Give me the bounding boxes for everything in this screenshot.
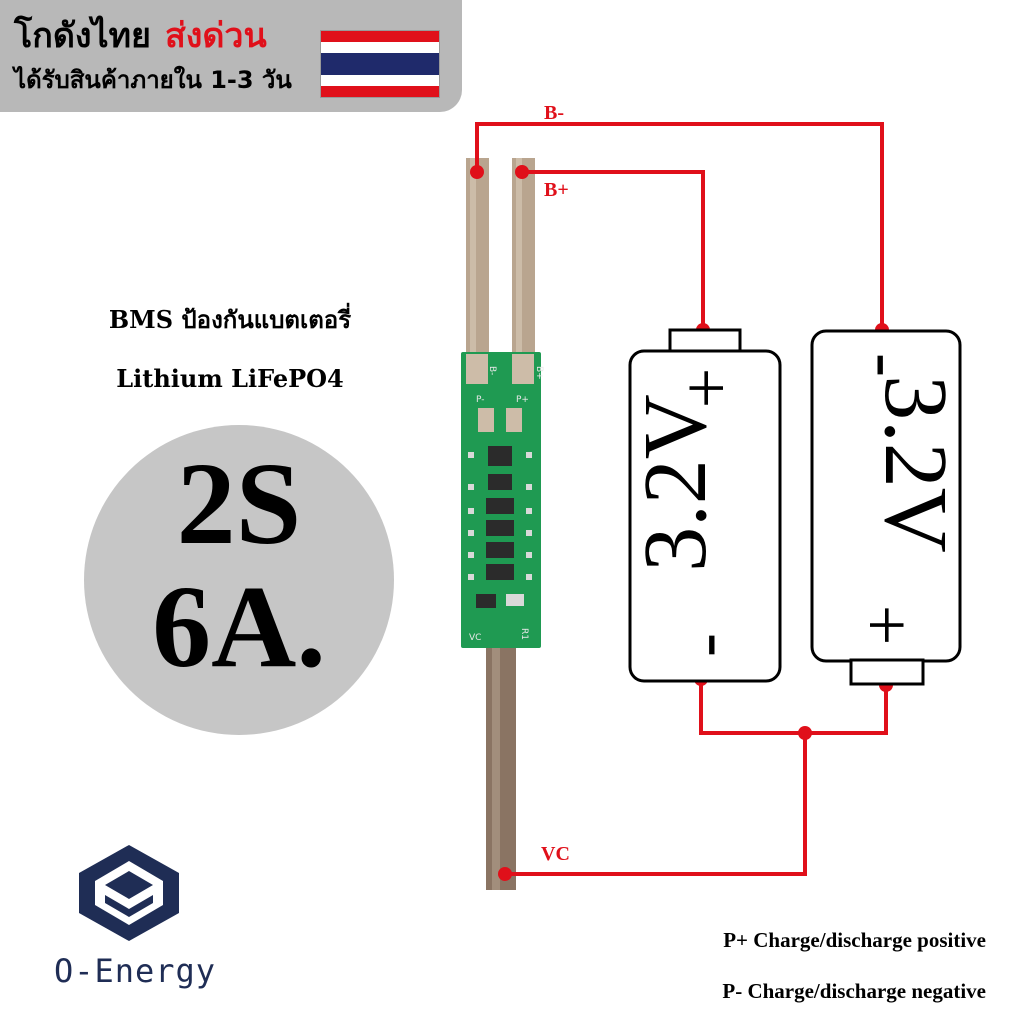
- bms-board: B- B+ P- P+ VC R1: [461, 352, 544, 648]
- cell-1-voltage: 3.2V: [626, 394, 725, 572]
- thai-flag-icon: [320, 30, 440, 98]
- banner-headline: โกดังไทย ส่งด่วน: [14, 8, 267, 62]
- banner-delivery-note: ได้รับสินค้าภายใน 1-3 วัน: [14, 66, 292, 94]
- vc-strip: [486, 640, 516, 890]
- b-plus-strip: [512, 158, 535, 368]
- label-b-plus: B+: [544, 179, 569, 201]
- cell-2: 3.2V - +: [810, 329, 965, 686]
- product-title: BMS ป้องกันแบตเตอรี่: [108, 305, 352, 334]
- legend-p-minus: P- Charge/discharge negative: [722, 979, 986, 1003]
- brand-name: O-Energy: [53, 952, 217, 990]
- label-vc: VC: [541, 843, 570, 865]
- b-minus-strip: [466, 158, 489, 368]
- legend-p-plus: P+ Charge/discharge positive: [723, 928, 986, 952]
- pad-label-p-minus: P-: [476, 395, 484, 405]
- spec-disk: [84, 425, 394, 735]
- pad-label-b-minus: B-: [487, 366, 497, 375]
- spec-current: 6A.: [152, 561, 326, 692]
- banner-shop-name: โกดังไทย: [14, 16, 151, 56]
- promo-banner: โกดังไทย ส่งด่วน ได้รับสินค้าภายใน 1-3 วั…: [0, 0, 462, 112]
- cell-1-top-sign: +: [666, 368, 746, 409]
- cell-1-bottom-sign: -: [665, 633, 745, 657]
- wire-cell-bridge: [699, 679, 888, 735]
- cell-2-bottom-sign: +: [847, 605, 927, 646]
- wire-b-minus: [475, 122, 884, 330]
- wire-b-plus: [522, 170, 705, 330]
- wires: [475, 122, 888, 876]
- pad-label-b-plus: B+: [534, 366, 544, 380]
- cell-2-top-sign: -: [847, 353, 927, 377]
- cell-1: 3.2V + -: [626, 328, 782, 683]
- pad-label-vc: VC: [469, 633, 481, 643]
- pad-label-r1: R1: [519, 628, 529, 640]
- cell-2-voltage: 3.2V: [866, 375, 965, 553]
- pad-label-p-plus: P+: [516, 395, 529, 405]
- spec-series: 2S: [176, 438, 302, 569]
- wire-vc: [500, 733, 807, 876]
- o-energy-logo-icon: [79, 845, 179, 941]
- banner-express-label: ส่งด่วน: [164, 16, 267, 56]
- label-b-minus: B-: [544, 102, 564, 124]
- product-chemistry: Lithium LiFePO4: [116, 364, 344, 393]
- nickel-strips: [466, 158, 535, 890]
